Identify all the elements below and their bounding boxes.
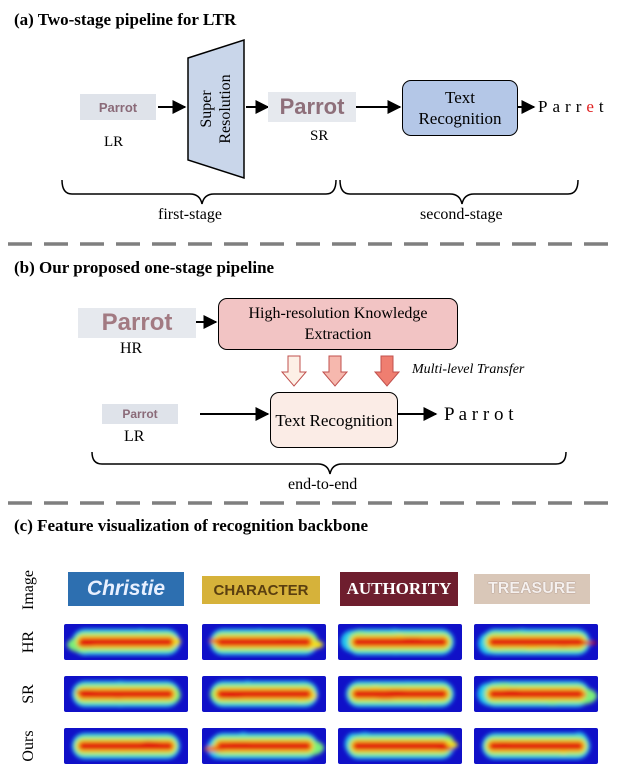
end-to-end-label: end-to-end — [288, 476, 358, 493]
output-text-a: Parret — [538, 97, 609, 116]
output-text-b: P a r r o t — [444, 404, 514, 425]
section-b-title: (b) Our proposed one-stage pipeline — [14, 258, 275, 277]
sample-image-character: CHARACTER — [202, 576, 320, 604]
heatmap-hr-2 — [202, 624, 326, 660]
section-c-title: (c) Feature visualization of recognition… — [14, 516, 368, 535]
section-a-title: (a) Two-stage pipeline for LTR — [14, 10, 237, 29]
sr-image-crop: Parrot — [268, 92, 356, 122]
second-stage-label: second-stage — [420, 206, 503, 223]
super-resolution-label-wrap: Super Resolution — [188, 40, 244, 178]
sample-image-treasure: TREASURE — [474, 574, 590, 604]
lr-label: LR — [104, 134, 124, 150]
heatmap-sr-3 — [338, 676, 462, 712]
transfer-arrow-2 — [321, 355, 349, 387]
lr-image-crop-b: Parrot — [102, 404, 178, 424]
transfer-arrow-1 — [280, 355, 308, 387]
heatmap-sr-4 — [474, 676, 598, 712]
first-stage-label: first-stage — [158, 206, 222, 223]
row-label-ours: Ours — [20, 730, 37, 762]
text-recognition-block-b: Text Recognition — [270, 392, 398, 448]
first-stage-brace — [61, 179, 337, 205]
heatmap-sr-2 — [202, 676, 326, 712]
heatmap-ours-2 — [202, 728, 326, 764]
heatmap-ours-3 — [338, 728, 462, 764]
row-label-image: Image — [20, 570, 37, 610]
sample-image-authority: AUTHORITY — [340, 572, 458, 606]
super-resolution-label: Super Resolution — [198, 74, 234, 144]
hr-image-crop: Parrot — [78, 308, 196, 338]
heatmap-ours-4 — [474, 728, 598, 764]
heatmap-hr-1 — [64, 624, 188, 660]
row-label-hr: HR — [20, 630, 37, 654]
heatmap-hr-4 — [474, 624, 598, 660]
super-resolution-block — [187, 38, 245, 180]
second-stage-brace — [339, 179, 579, 205]
lr-label-b: LR — [124, 428, 145, 445]
heatmap-sr-1 — [64, 676, 188, 712]
text-recognition-block-a: Text Recognition — [402, 80, 518, 136]
sample-image-christie: Christie — [68, 572, 184, 606]
heatmap-hr-3 — [338, 624, 462, 660]
knowledge-extraction-block: High-resolution Knowledge Extraction — [218, 298, 458, 350]
hr-label: HR — [120, 340, 143, 357]
output-error-char: e — [586, 97, 599, 116]
sr-label: SR — [310, 128, 329, 144]
multi-level-transfer-label: Multi-level Transfer — [412, 362, 525, 377]
transfer-arrow-3 — [373, 355, 401, 387]
lr-image-crop: Parrot — [80, 94, 156, 120]
row-label-sr: SR — [20, 684, 37, 704]
heatmap-ours-1 — [64, 728, 188, 764]
end-to-end-brace — [91, 451, 567, 475]
